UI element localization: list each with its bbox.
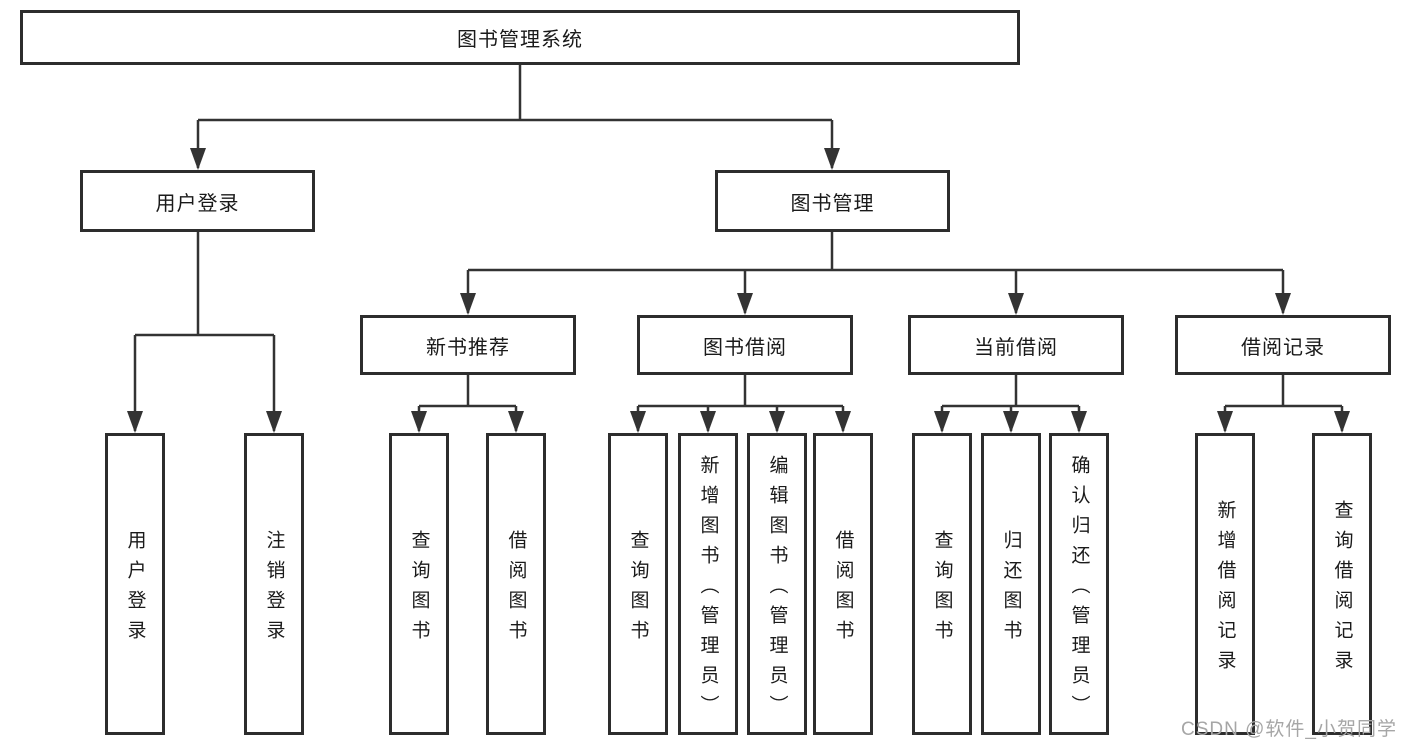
node-root: 图书管理系统 xyxy=(20,10,1020,65)
leaf-query-borrow-record: 查询借阅记录 xyxy=(1312,433,1372,735)
leaf-newrec-borrow-books: 借阅图书 xyxy=(486,433,546,735)
leaf-borrow-book: 借阅图书 xyxy=(813,433,873,735)
node-borrow-records: 借阅记录 xyxy=(1175,315,1391,375)
leaf-add-borrow-record-label: 新增借阅记录 xyxy=(1214,499,1236,680)
arrowheads xyxy=(127,148,1350,433)
leaf-user-login: 用户登录 xyxy=(105,433,165,735)
leaf-logout-label: 注销登录 xyxy=(263,529,285,650)
node-new-book-recommend-label: 新书推荐 xyxy=(426,336,510,359)
leaf-add-book-admin: 新增图书（管理员） xyxy=(678,433,738,735)
node-book-management-label: 图书管理 xyxy=(790,192,875,215)
leaf-edit-book-admin: 编辑图书（管理员） xyxy=(747,433,807,735)
leaf-current-query-books: 查询图书 xyxy=(912,433,972,735)
node-book-management: 图书管理 xyxy=(715,170,950,232)
node-borrow-records-label: 借阅记录 xyxy=(1241,336,1325,359)
leaf-newrec-query-books: 查询图书 xyxy=(389,433,449,735)
node-book-borrow: 图书借阅 xyxy=(637,315,853,375)
leaf-edit-book-admin-label: 编辑图书（管理员） xyxy=(766,454,788,725)
leaf-confirm-return-admin-label: 确认归还（管理员） xyxy=(1068,454,1090,725)
leaf-borrow-book-label: 借阅图书 xyxy=(832,529,854,650)
leaf-add-borrow-record: 新增借阅记录 xyxy=(1195,433,1255,735)
leaf-add-book-admin-label: 新增图书（管理员） xyxy=(697,454,719,725)
leaf-return-book-label: 归还图书 xyxy=(1000,529,1022,650)
tree-edges xyxy=(133,65,1344,431)
leaf-current-query-books-label: 查询图书 xyxy=(931,529,953,650)
leaf-newrec-borrow-books-label: 借阅图书 xyxy=(505,529,527,650)
node-user-login-label: 用户登录 xyxy=(155,192,240,215)
leaf-borrow-query-books-label: 查询图书 xyxy=(627,529,649,650)
leaf-borrow-query-books: 查询图书 xyxy=(608,433,668,735)
csdn-watermark: CSDN @软件_小贺同学 xyxy=(1181,719,1397,740)
node-current-borrow: 当前借阅 xyxy=(908,315,1124,375)
leaf-confirm-return-admin: 确认归还（管理员） xyxy=(1049,433,1109,735)
leaf-newrec-query-books-label: 查询图书 xyxy=(408,529,430,650)
node-new-book-recommend: 新书推荐 xyxy=(360,315,576,375)
node-user-login: 用户登录 xyxy=(80,170,315,232)
leaf-user-login-label: 用户登录 xyxy=(124,529,146,650)
node-root-label: 图书管理系统 xyxy=(457,29,583,51)
node-book-borrow-label: 图书借阅 xyxy=(703,336,787,359)
leaf-return-book: 归还图书 xyxy=(981,433,1041,735)
leaf-query-borrow-record-label: 查询借阅记录 xyxy=(1331,499,1353,680)
leaf-logout: 注销登录 xyxy=(244,433,304,735)
node-current-borrow-label: 当前借阅 xyxy=(974,336,1058,359)
